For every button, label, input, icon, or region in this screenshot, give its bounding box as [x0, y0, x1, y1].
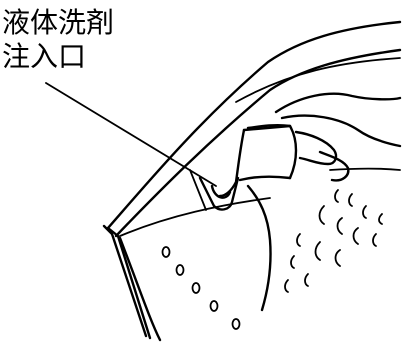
lid-edge-3: [235, 57, 401, 103]
callout-label: 液体洗剤 注入口: [2, 6, 114, 74]
callout-line-2: 注入口: [2, 40, 87, 73]
bottle-bottom: [238, 175, 292, 182]
inlet-opening: [210, 184, 232, 199]
inlet-frame: [189, 169, 207, 211]
hand-palm: [280, 114, 402, 148]
front-panel-left: [106, 226, 152, 340]
lid-outer-edge: [106, 20, 402, 230]
front-panel-inner: [118, 236, 162, 342]
drum-holes: [284, 189, 383, 293]
inlet-recess: [198, 176, 240, 211]
bottle-body: [218, 128, 246, 198]
thumb: [294, 130, 338, 166]
drum-back: [329, 167, 401, 171]
callout-line-1: 液体洗剤: [2, 6, 115, 39]
hand-back: [274, 92, 402, 114]
panel-top-line: [119, 197, 271, 237]
panel-buttons: [161, 246, 241, 330]
finger: [318, 150, 350, 182]
bottle-top: [242, 124, 292, 132]
lid-inner-edge: [114, 48, 402, 238]
leader-line: [45, 82, 217, 187]
bottle-side: [246, 123, 298, 180]
front-panel-edge: [102, 224, 148, 338]
drum-rim: [246, 184, 272, 312]
